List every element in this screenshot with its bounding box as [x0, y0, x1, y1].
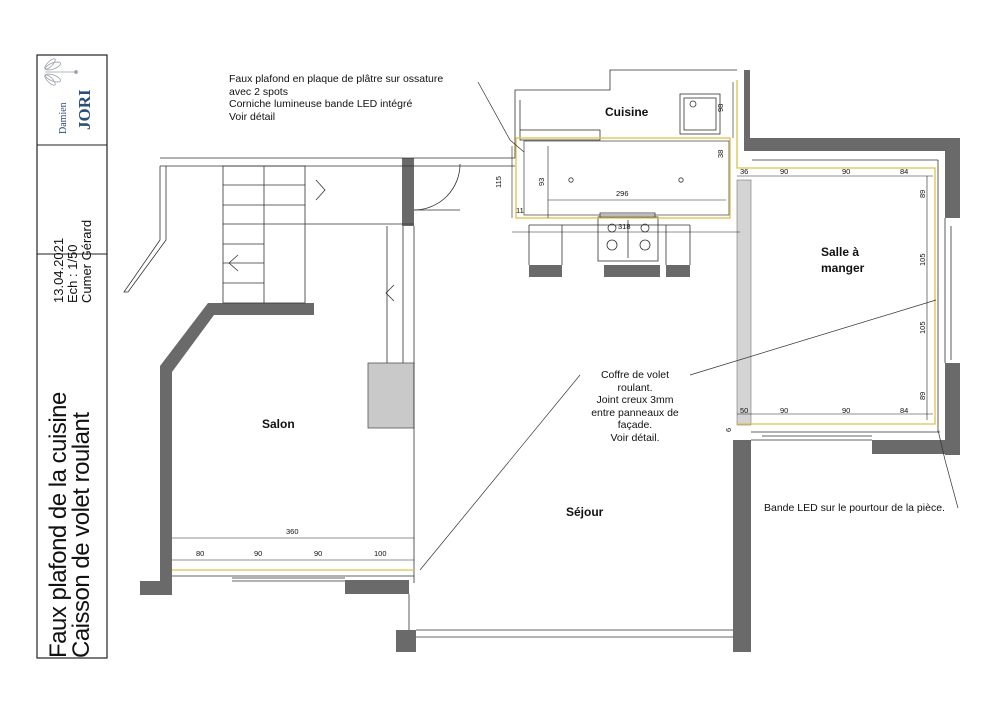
note-line: Joint creux 3mm	[596, 394, 674, 406]
dim-kitchen-11: 11	[516, 206, 524, 215]
dim-salle-bottom-2: 90	[780, 406, 788, 415]
note-coffre-volet: Coffre de volet roulant. Joint creux 3mm…	[575, 369, 695, 444]
dim-salon-part-4: 100	[374, 549, 387, 558]
dim-kitchen-93: 93	[537, 178, 546, 186]
led-strips	[172, 80, 936, 571]
dim-salle-top-1: 36	[740, 167, 748, 176]
dim-salle-top-3: 90	[842, 167, 850, 176]
dim-salle-bottom-3: 90	[842, 406, 850, 415]
dim-salle-top-4: 84	[900, 167, 908, 176]
logo-first-name: Damien	[58, 102, 69, 134]
note-line: Faux plafond en plaque de plâtre sur oss…	[229, 73, 444, 85]
plan-lines	[123, 69, 952, 638]
dim-salle-right-3: 105	[918, 321, 927, 334]
dim-salon-part-2: 90	[254, 549, 262, 558]
note-line: roulant.	[617, 381, 653, 394]
dragonfly-icon	[44, 58, 78, 86]
dim-salle-6: 6	[724, 428, 733, 432]
note-faux-plafond: Faux plafond en plaque de plâtre sur oss…	[229, 73, 499, 123]
dim-salle-bottom-4: 84	[900, 406, 908, 415]
dim-salon-part-1: 80	[196, 549, 204, 558]
drawing-title-line1: Faux plafond de la cuisine	[45, 392, 72, 658]
leader-lines	[419, 81, 959, 571]
walls	[140, 70, 960, 652]
note-line: avec 2 spots	[229, 85, 288, 98]
dimension-lines	[172, 82, 933, 561]
dim-salle-right-2: 105	[918, 253, 927, 266]
dim-kitchen-38: 38	[716, 150, 725, 158]
room-label-cuisine: Cuisine	[605, 105, 649, 119]
drawing-title-line2: Caisson de volet roulant	[68, 412, 95, 658]
dim-kitchen-98: 98	[716, 104, 725, 112]
note-line: Voir détail	[229, 110, 276, 123]
note-line: entre panneaux de	[591, 406, 679, 419]
note-bande-led: Bande LED sur le pourtour de la pièce.	[764, 502, 945, 514]
logo-last-name: JORI	[75, 89, 94, 130]
dim-salle-right-4: 89	[918, 392, 927, 400]
dim-salon-part-3: 90	[314, 549, 322, 558]
note-line: Corniche lumineuse bande LED intégré	[229, 98, 413, 110]
note-line: Coffre de volet	[600, 369, 670, 381]
dim-salle-right-1: 89	[918, 190, 927, 198]
dim-salon-total: 360	[286, 527, 299, 536]
salle-wall-right	[737, 70, 960, 218]
room-label-salle-line2: manger	[821, 261, 865, 275]
chimney	[367, 362, 415, 429]
dim-salle-bottom-1: 50	[740, 406, 748, 415]
dim-kitchen-115: 115	[494, 176, 503, 188]
column-light	[736, 179, 752, 426]
dim-salle-top-2: 90	[780, 167, 788, 176]
title-block	[36, 54, 108, 659]
note-line: façade.	[617, 419, 653, 431]
dim-kitchen-296: 296	[616, 189, 629, 198]
room-label-salon: Salon	[262, 417, 295, 431]
drawing-title: Faux plafond de la cuisine Caisson de vo…	[45, 258, 97, 658]
dim-kitchen-318: 318	[618, 222, 631, 231]
note-line: Voir détail.	[610, 431, 660, 444]
room-label-salle-line1: Salle à	[821, 245, 859, 259]
salon-wall-left	[160, 303, 314, 583]
room-label-sejour: Séjour	[566, 505, 604, 519]
logo: Damien JORI	[44, 58, 94, 134]
